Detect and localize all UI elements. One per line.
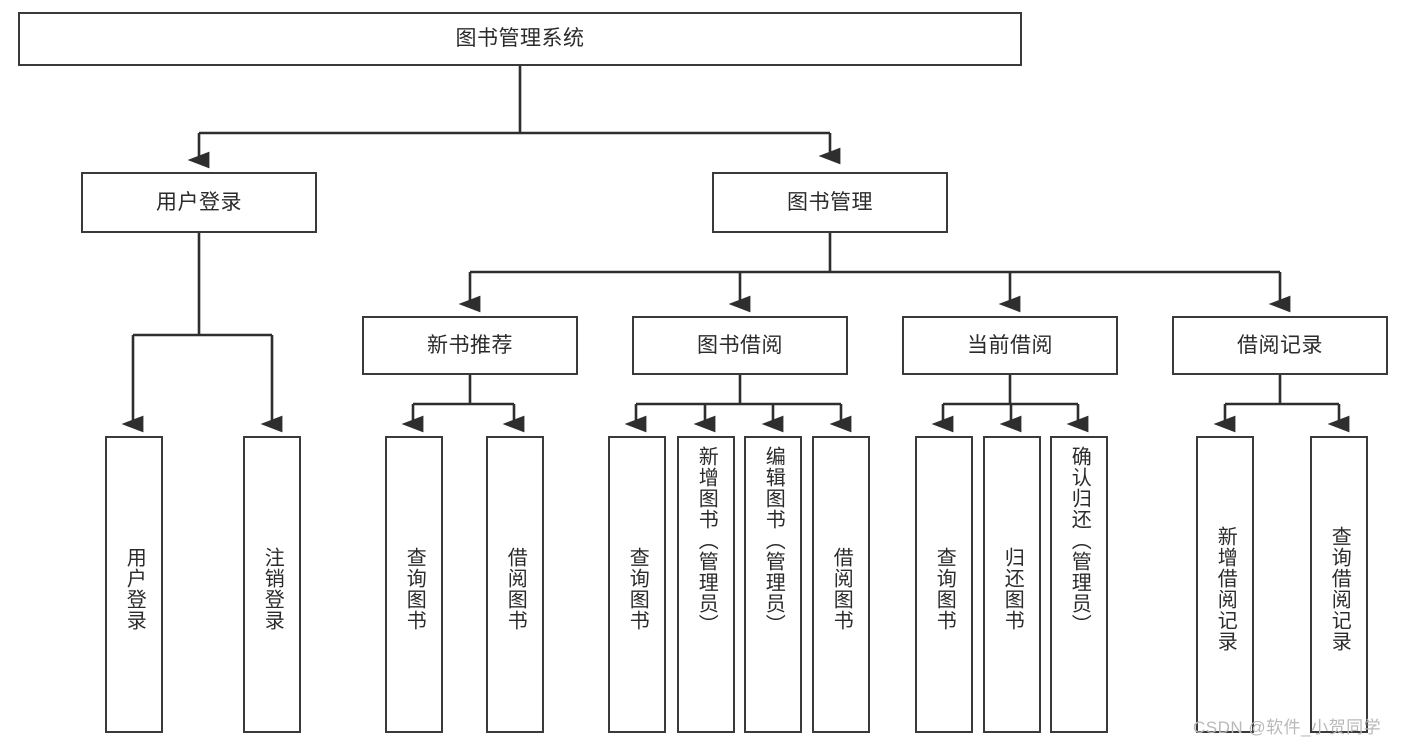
- leaf-borrow-book-2[interactable]: 借阅图书: [812, 436, 870, 733]
- leaf-query-book-1-label: 查询图书: [403, 546, 426, 631]
- leaf-borrow-book-1[interactable]: 借阅图书: [486, 436, 544, 733]
- leaf-query-book-3-label: 查询图书: [933, 546, 956, 631]
- watermark-text: CSDN @软件_小贺同学: [1193, 718, 1382, 737]
- leaf-add-record-label: 新增借阅记录: [1214, 525, 1237, 652]
- node-borrow-record[interactable]: 借阅记录: [1172, 316, 1388, 375]
- leaf-user-login[interactable]: 用户登录: [105, 436, 163, 733]
- node-root[interactable]: 图书管理系统: [18, 12, 1022, 66]
- leaf-query-book-2[interactable]: 查询图书: [608, 436, 666, 733]
- node-current-borrow[interactable]: 当前借阅: [902, 316, 1118, 375]
- leaf-confirm-return-label: 确认归还（管理员）: [1068, 446, 1091, 635]
- leaf-borrow-book-2-label: 借阅图书: [830, 546, 853, 631]
- leaf-return-book-label: 归还图书: [1001, 546, 1024, 631]
- leaf-borrow-book-1-label: 借阅图书: [504, 546, 527, 631]
- leaf-user-login-label: 用户登录: [123, 546, 146, 631]
- leaf-add-record[interactable]: 新增借阅记录: [1196, 436, 1254, 733]
- node-new-book-recommend-label: 新书推荐: [427, 333, 513, 357]
- node-book-borrow-label: 图书借阅: [697, 333, 783, 357]
- node-user-login[interactable]: 用户登录: [81, 172, 317, 233]
- node-current-borrow-label: 当前借阅: [967, 333, 1053, 357]
- leaf-query-book-2-label: 查询图书: [626, 546, 649, 631]
- node-book-manage[interactable]: 图书管理: [712, 172, 948, 233]
- leaf-return-book[interactable]: 归还图书: [983, 436, 1041, 733]
- leaf-edit-book-label: 编辑图书（管理员）: [762, 446, 785, 635]
- leaf-query-book-3[interactable]: 查询图书: [915, 436, 973, 733]
- node-book-borrow[interactable]: 图书借阅: [632, 316, 848, 375]
- leaf-user-logout-label: 注销登录: [261, 546, 284, 631]
- leaf-confirm-return[interactable]: 确认归还（管理员）: [1050, 436, 1108, 733]
- node-new-book-recommend[interactable]: 新书推荐: [362, 316, 578, 375]
- leaf-query-record[interactable]: 查询借阅记录: [1310, 436, 1368, 733]
- node-user-login-label: 用户登录: [156, 190, 242, 214]
- leaf-add-book-label: 新增图书（管理员）: [695, 446, 718, 635]
- leaf-user-logout[interactable]: 注销登录: [243, 436, 301, 733]
- leaf-query-book-1[interactable]: 查询图书: [385, 436, 443, 733]
- node-root-label: 图书管理系统: [455, 27, 585, 51]
- node-borrow-record-label: 借阅记录: [1237, 333, 1323, 357]
- leaf-edit-book[interactable]: 编辑图书（管理员）: [744, 436, 802, 733]
- leaf-query-record-label: 查询借阅记录: [1328, 525, 1351, 652]
- leaf-add-book[interactable]: 新增图书（管理员）: [677, 436, 735, 733]
- node-book-manage-label: 图书管理: [787, 190, 873, 214]
